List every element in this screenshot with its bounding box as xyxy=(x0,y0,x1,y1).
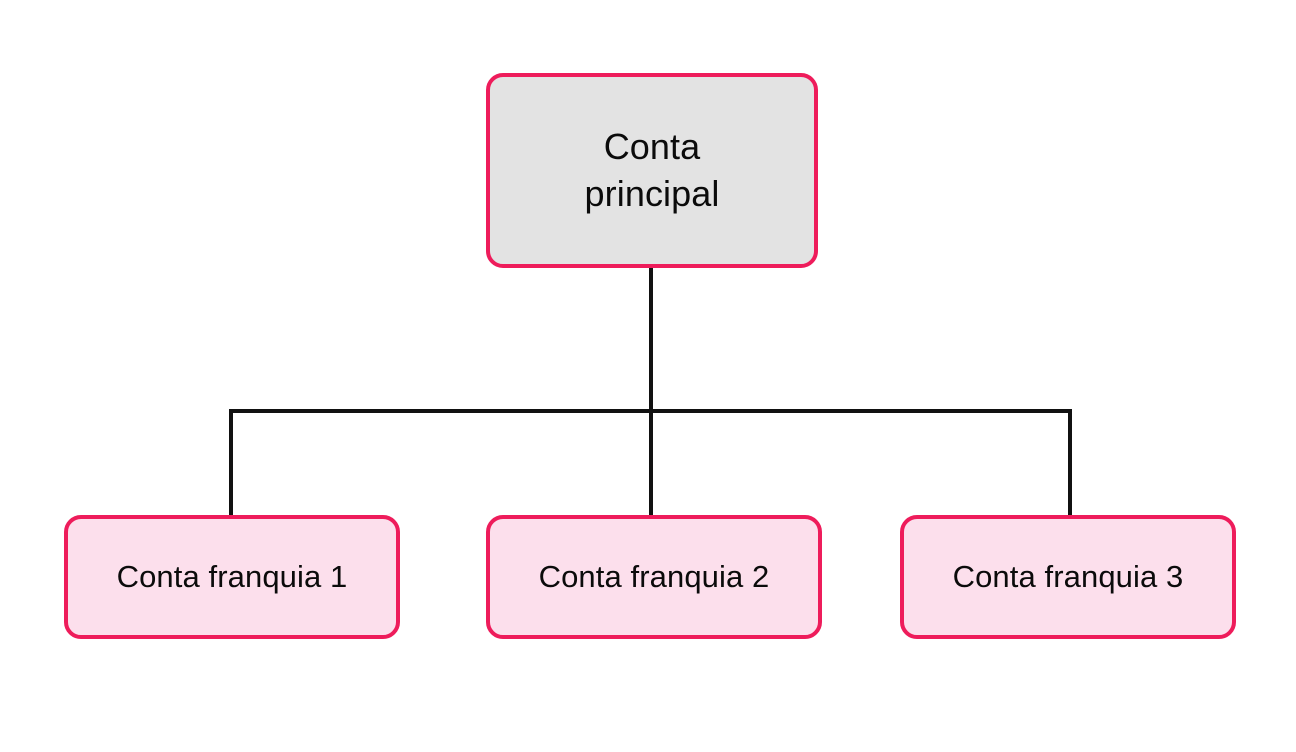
node-label: Conta principal xyxy=(584,126,720,214)
node-conta-franquia-1[interactable]: Conta franquia 1 xyxy=(64,515,400,639)
node-conta-franquia-2[interactable]: Conta franquia 2 xyxy=(486,515,822,639)
node-label: Conta franquia 1 xyxy=(116,558,348,594)
node-conta-principal[interactable]: Conta principal xyxy=(486,73,818,268)
node-label: Conta franquia 3 xyxy=(952,558,1184,594)
node-label: Conta franquia 2 xyxy=(538,558,770,594)
node-conta-franquia-3[interactable]: Conta franquia 3 xyxy=(900,515,1236,639)
